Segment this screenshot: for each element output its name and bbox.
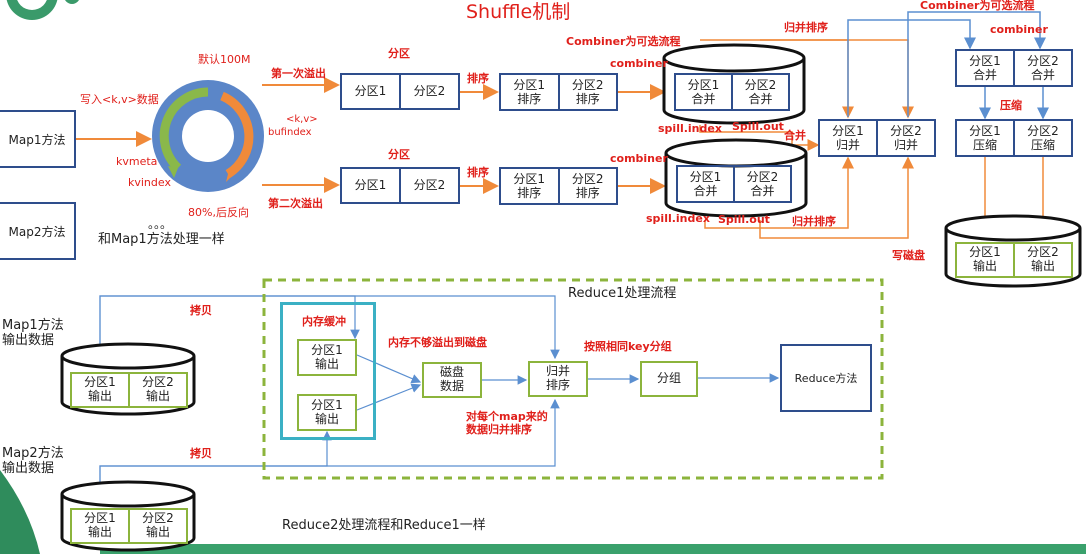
copy-label-1: 拷贝 bbox=[190, 304, 212, 317]
combine-cell: 分区2 合并 bbox=[1013, 51, 1071, 85]
page-title: Shuffle机制 bbox=[466, 1, 571, 23]
default-size-label: 默认100M bbox=[198, 53, 251, 66]
merge-note-label: 对每个map来的 数据归并排序 bbox=[466, 410, 548, 436]
output-cell: 分区1 输出 bbox=[84, 511, 116, 539]
merge-cell: 分区2 归并 bbox=[876, 121, 934, 155]
combine-cell: 分区2 合并 bbox=[731, 75, 788, 109]
combiner-optional-label-1: Combiner为可选流程 bbox=[566, 35, 681, 48]
merge-label: 合并 bbox=[784, 129, 806, 142]
output-cell: 分区2 输出 bbox=[128, 510, 186, 542]
map2-output-partitions: 分区1 输出 分区2 输出 bbox=[70, 508, 188, 544]
combine-box-2: 分区1 合并 分区2 合并 bbox=[676, 165, 792, 203]
merge-sort-label-bottom: 归并排序 bbox=[792, 215, 836, 228]
sort-box-2: 分区1 排序 分区2 排序 bbox=[499, 167, 618, 205]
output-cell: 分区1 输出 bbox=[969, 245, 1001, 273]
partition-cell: 分区1 bbox=[354, 84, 387, 99]
output-cell: 分区1 输出 bbox=[84, 375, 116, 403]
combine-cell: 分区1 合并 bbox=[689, 169, 722, 198]
kvmeta-label: kvmeta bbox=[116, 155, 158, 168]
merge-sort-label-top: 归并排序 bbox=[784, 21, 828, 34]
partition-cell: 分区2 bbox=[399, 169, 458, 202]
reduce-method-box: Reduce方法 bbox=[780, 344, 872, 412]
sort-label-2: 排序 bbox=[467, 166, 489, 179]
map1-method-box: Map1方法 bbox=[0, 110, 76, 168]
group-by-key-label: 按照相同key分组 bbox=[584, 340, 672, 353]
combine-box-3: 分区1 合并 分区2 合并 bbox=[955, 49, 1073, 87]
combiner-optional-label-2: Combiner为可选流程 bbox=[920, 0, 1035, 12]
merge-sort-box: 分区1 归并 分区2 归并 bbox=[818, 119, 936, 157]
compress-cell: 分区1 压缩 bbox=[969, 123, 1001, 152]
spill-index-label-1: spill.index bbox=[658, 122, 722, 135]
ellipsis-label: 。。。 bbox=[148, 217, 173, 231]
partition-cell: 分区2 bbox=[399, 75, 458, 108]
final-output-box: 分区1 输出 分区2 输出 bbox=[955, 242, 1073, 278]
partition-label-1: 分区 bbox=[388, 47, 410, 60]
buffer-partition-output-1: 分区1 输出 bbox=[297, 339, 357, 376]
map2-output-label: Map2方法 输出数据 bbox=[2, 446, 64, 476]
combine-cell: 分区1 合并 bbox=[687, 77, 720, 106]
logo-icon bbox=[6, 0, 79, 20]
overflow-label: 内存不够溢出到磁盘 bbox=[388, 336, 487, 349]
buffer-partition-output-2: 分区1 输出 bbox=[297, 394, 357, 431]
output-cell: 分区2 输出 bbox=[128, 374, 186, 406]
sort-cell: 分区1 排序 bbox=[513, 77, 546, 106]
partition-box-2: 分区1 分区2 bbox=[340, 167, 460, 204]
sort-cell: 分区2 排序 bbox=[557, 75, 617, 109]
sort-box-1: 分区1 排序 分区2 排序 bbox=[499, 73, 618, 111]
bufindex-label: bufindex bbox=[268, 127, 312, 138]
spill2-label: 第二次溢出 bbox=[268, 197, 323, 210]
bottom-bar-icon bbox=[100, 544, 1086, 554]
sort-cell: 分区1 排序 bbox=[513, 171, 546, 200]
combine-cell: 分区2 合并 bbox=[733, 167, 790, 201]
compress-label: 压缩 bbox=[1000, 99, 1022, 112]
combine-cell: 分区1 合并 bbox=[969, 53, 1001, 82]
sort-cell: 分区2 排序 bbox=[557, 169, 617, 203]
output-cell: 分区2 输出 bbox=[1013, 244, 1071, 276]
ring-buffer-icon bbox=[152, 80, 264, 192]
map1-output-partitions: 分区1 输出 分区2 输出 bbox=[70, 372, 188, 408]
combiner-label-2: combiner bbox=[610, 152, 668, 165]
kv-label: <k,v> bbox=[286, 114, 318, 125]
compress-cell: 分区2 压缩 bbox=[1013, 121, 1071, 155]
memory-buffer-label: 内存缓冲 bbox=[302, 315, 346, 328]
map2-note: 和Map1方法处理一样 bbox=[98, 232, 225, 247]
partition-box-1: 分区1 分区2 bbox=[340, 73, 460, 110]
spill-out-label-1: Spill.out bbox=[732, 120, 784, 133]
sort-label-1: 排序 bbox=[467, 72, 489, 85]
reduce1-title: Reduce1处理流程 bbox=[568, 286, 677, 301]
spill-out-label-2: Spill.out bbox=[718, 213, 770, 226]
partition-cell: 分区1 bbox=[354, 178, 387, 193]
copy-label-2: 拷贝 bbox=[190, 447, 212, 460]
merge-sort-box-reduce: 归并 排序 bbox=[528, 361, 588, 397]
kvindex-label: kvindex bbox=[128, 176, 171, 189]
combiner-label-3: combiner bbox=[990, 23, 1048, 36]
corner-decoration-icon bbox=[0, 470, 40, 554]
map2-method-box: Map2方法 bbox=[0, 202, 76, 260]
merge-cell: 分区1 归并 bbox=[832, 123, 864, 152]
partition-label-2: 分区 bbox=[388, 148, 410, 161]
memory-buffer-frame bbox=[280, 302, 376, 440]
group-box: 分组 bbox=[640, 361, 698, 397]
reverse-label: 80%,后反向 bbox=[188, 206, 249, 219]
disk-data-box: 磁盘 数据 bbox=[422, 362, 482, 398]
write-kv-label: 写入<k,v>数据 bbox=[80, 93, 159, 106]
write-disk-label: 写磁盘 bbox=[892, 249, 925, 262]
compress-box: 分区1 压缩 分区2 压缩 bbox=[955, 119, 1073, 157]
spill-index-label-2: spill.index bbox=[646, 212, 710, 225]
map1-output-label: Map1方法 输出数据 bbox=[2, 318, 64, 348]
reduce2-note: Reduce2处理流程和Reduce1一样 bbox=[282, 518, 486, 533]
spill1-label: 第一次溢出 bbox=[271, 67, 326, 80]
combiner-label-1: combiner bbox=[610, 57, 668, 70]
combine-box-1: 分区1 合并 分区2 合并 bbox=[674, 73, 790, 111]
